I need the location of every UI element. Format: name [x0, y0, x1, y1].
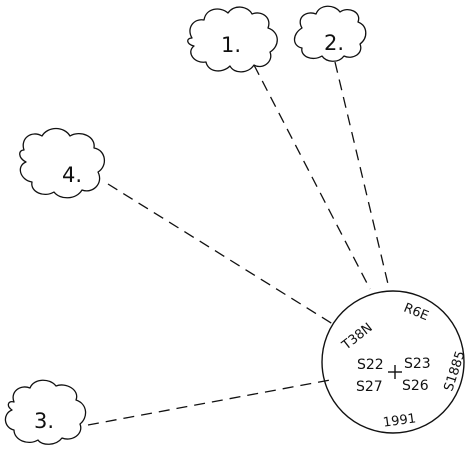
section-s27: S27: [356, 379, 383, 395]
range-label: R6E: [401, 301, 430, 324]
year-label: 1991: [382, 411, 417, 430]
section-circle-outline: [321, 290, 465, 434]
ray-site-1: [253, 64, 371, 290]
site-2: 2.: [293, 5, 367, 62]
section-s22: S22: [357, 357, 384, 373]
ray-site-4: [107, 183, 337, 327]
section-circle: T38N R6E S22 S23 S27 S26 S1885 1991: [321, 290, 469, 434]
section-s26: S26: [402, 378, 429, 394]
site-2-label: 2.: [324, 31, 344, 55]
section-s23: S23: [404, 356, 431, 372]
ray-site-2: [334, 61, 389, 285]
survey-id-label: S1885: [442, 349, 469, 393]
site-3-cloud-outline: [4, 379, 87, 445]
site-4-label: 4.: [62, 163, 82, 187]
township-label: T38N: [339, 320, 376, 354]
site-4: 4.: [19, 127, 105, 199]
site-1-label: 1.: [221, 33, 241, 57]
ray-site-3: [87, 379, 331, 426]
site-3-label: 3.: [34, 409, 54, 433]
site-3: 3.: [4, 379, 87, 445]
site-4-cloud-outline: [19, 127, 105, 199]
site-1-cloud-outline: [187, 6, 278, 73]
site-2-cloud-outline: [293, 5, 367, 62]
section-corner-cross: [388, 365, 402, 379]
site-1: 1.: [187, 6, 278, 73]
